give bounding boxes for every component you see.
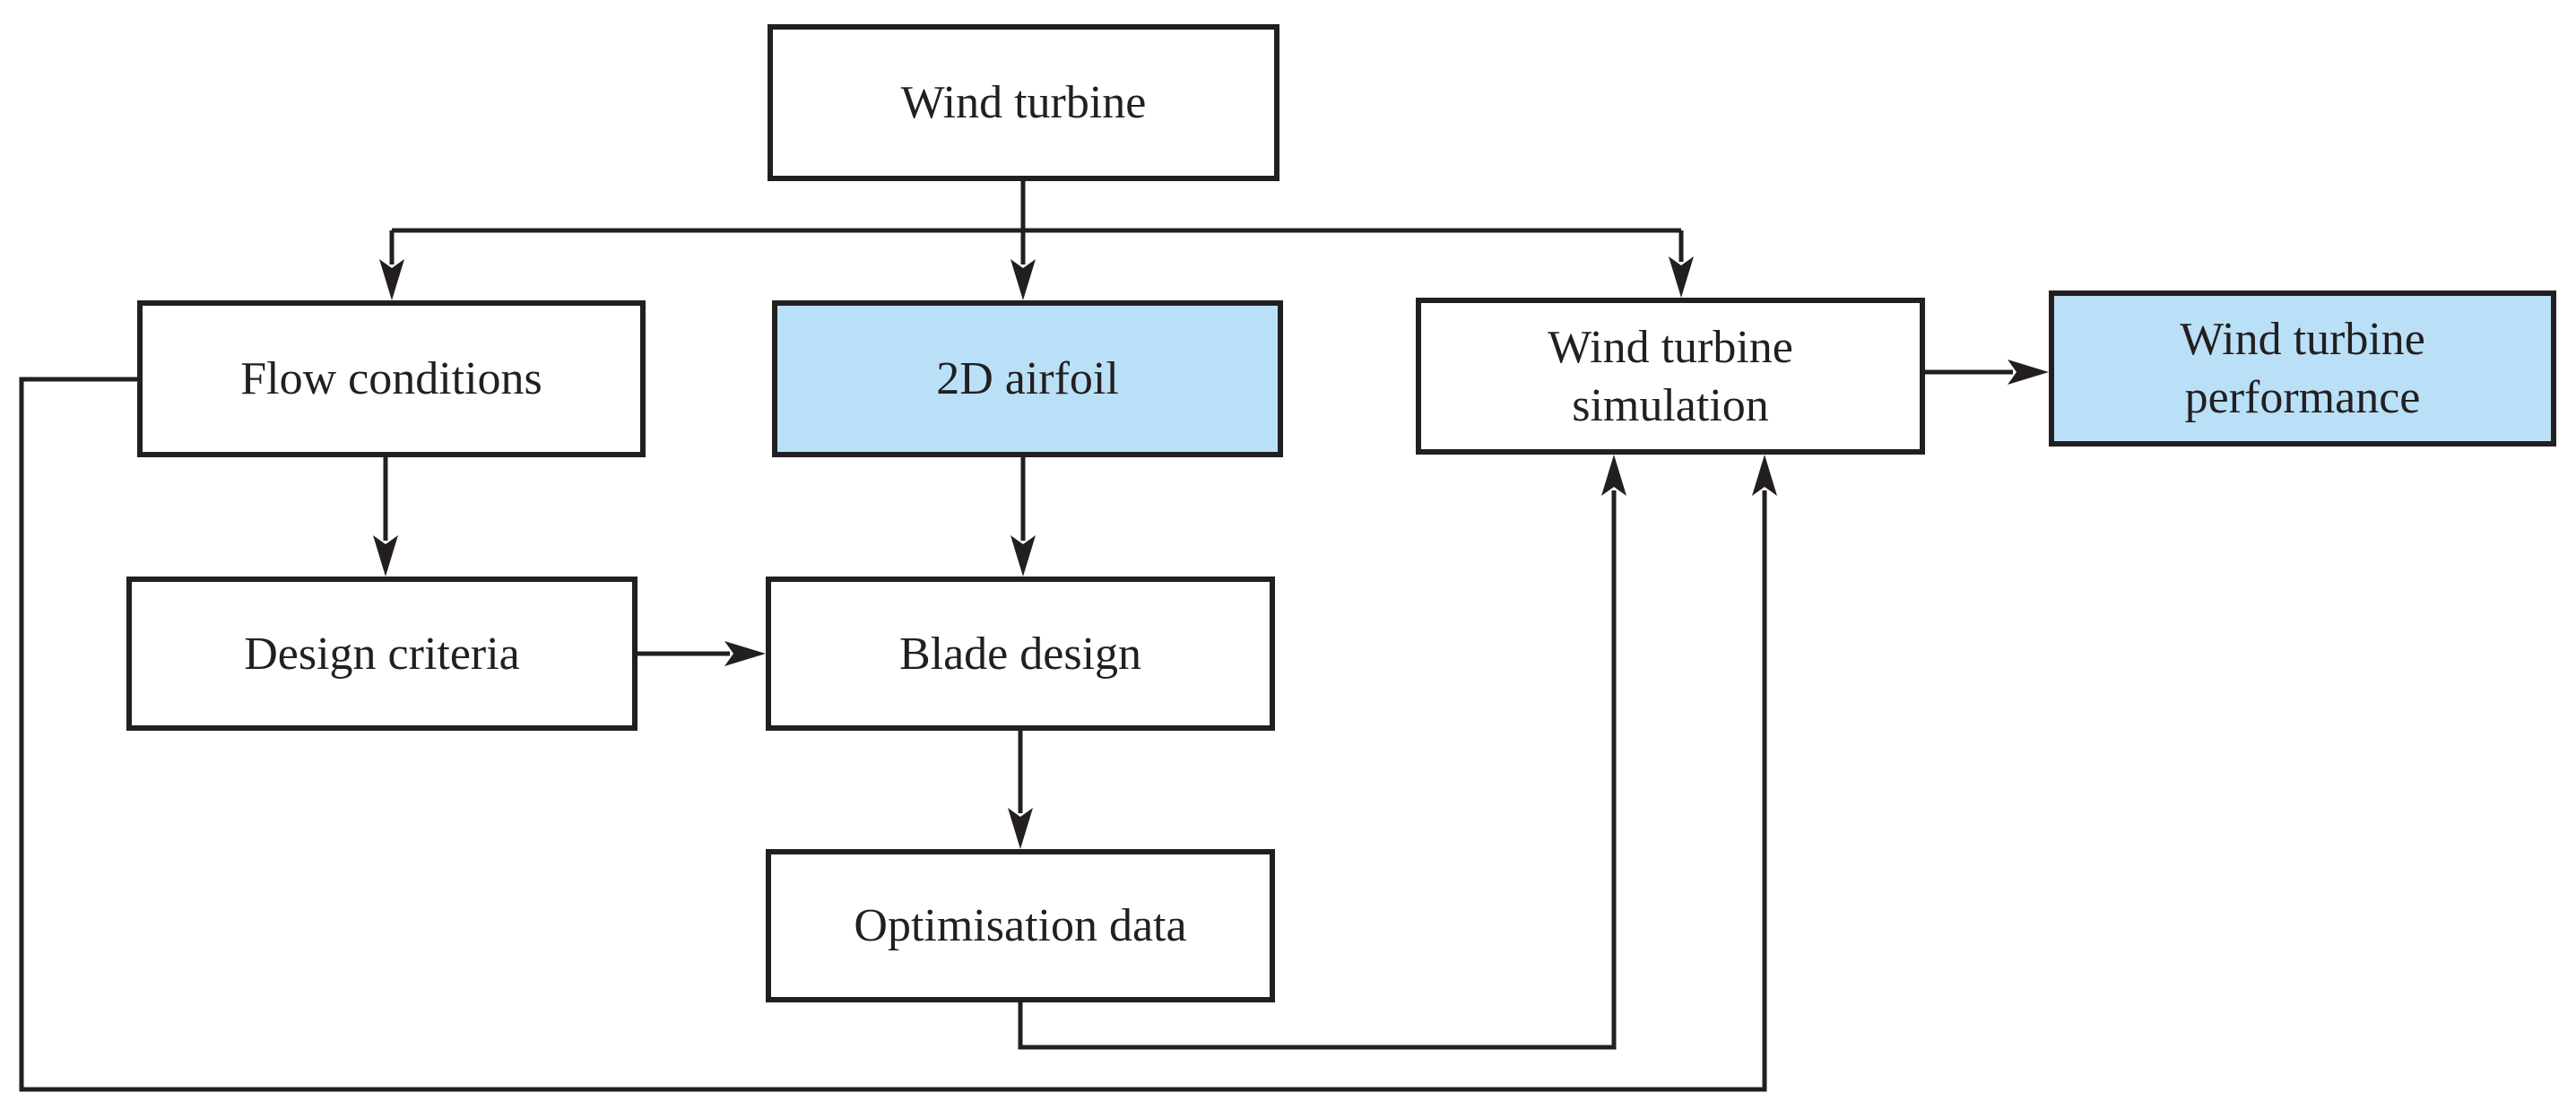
node-wind-turbine-performance: Wind turbine performance — [2049, 291, 2556, 447]
node-blade-design-label: Blade design — [898, 628, 1142, 680]
node-optimisation-data-label: Optimisation data — [854, 900, 1187, 951]
node-flow-conditions: Flow conditions — [137, 300, 646, 457]
edge-optimisation-data-to-simulation — [1018, 455, 1626, 1050]
node-wind-turbine-simulation: Wind turbine simulation — [1416, 298, 1925, 455]
node-flow-conditions-label: Flow conditions — [240, 353, 542, 404]
node-2d-airfoil: 2D airfoil — [772, 300, 1283, 457]
edge-flow-conditions-to-simulation — [19, 377, 1777, 1092]
node-wind-turbine: Wind turbine — [768, 24, 1279, 181]
node-wind-turbine-label: Wind turbine — [900, 77, 1147, 128]
node-2d-airfoil-label: 2D airfoil — [936, 353, 1119, 404]
node-wind-turbine-simulation-label: Wind turbine simulation — [1548, 321, 1793, 431]
node-design-criteria-label: Design criteria — [244, 628, 520, 680]
node-optimisation-data: Optimisation data — [766, 849, 1275, 1002]
node-wind-turbine-performance-label: Wind turbine performance — [2180, 314, 2425, 423]
node-design-criteria: Design criteria — [126, 577, 637, 731]
node-blade-design: Blade design — [766, 577, 1275, 731]
